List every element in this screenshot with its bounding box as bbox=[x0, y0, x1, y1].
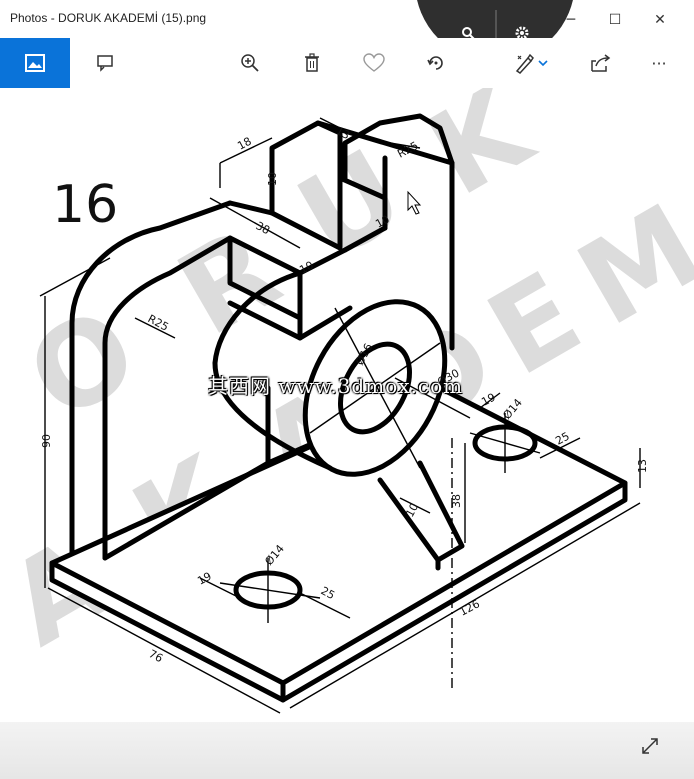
watermark-letter: O bbox=[7, 282, 159, 447]
dim-38-top: 38 bbox=[254, 219, 272, 237]
dim-r25-side: R25 bbox=[146, 312, 171, 334]
trash-icon bbox=[305, 53, 319, 72]
dim-10-a: 10 bbox=[266, 172, 279, 186]
see-all-photos-button[interactable] bbox=[0, 38, 70, 88]
drawing-number: 16 bbox=[52, 175, 118, 235]
zoom-in-icon bbox=[241, 54, 259, 72]
slideshow-button[interactable] bbox=[90, 48, 120, 78]
share-icon bbox=[591, 54, 611, 72]
dim-r25-top: R25 bbox=[395, 139, 420, 161]
dim-25-right: 25 bbox=[553, 430, 571, 448]
maximize-button[interactable]: ☐ bbox=[608, 12, 622, 28]
dim-18: 18 bbox=[235, 135, 253, 153]
close-button[interactable]: ✕ bbox=[654, 12, 666, 28]
dim-19-front: 19 bbox=[195, 570, 213, 588]
mouse-cursor-icon bbox=[407, 190, 422, 215]
slideshow-icon bbox=[97, 55, 113, 72]
dim-38-vert: 38 bbox=[450, 494, 463, 508]
rotate-icon bbox=[427, 56, 443, 70]
favorite-button[interactable] bbox=[359, 48, 389, 78]
image-icon bbox=[25, 54, 45, 72]
bottom-bar bbox=[0, 722, 694, 779]
full-screen-button[interactable] bbox=[636, 732, 664, 760]
dim-10-rib: 10 bbox=[403, 501, 421, 519]
dim-90: 90 bbox=[40, 434, 53, 448]
heart-icon bbox=[363, 53, 385, 72]
image-viewer[interactable]: O R U K A K A D E M 16 bbox=[0, 88, 694, 779]
technical-drawing: O R U K A K A D E M 16 bbox=[0, 88, 694, 714]
dim-126: 126 bbox=[457, 597, 482, 618]
share-button[interactable] bbox=[586, 48, 616, 78]
expand-icon bbox=[642, 738, 658, 754]
edit-icon bbox=[515, 53, 534, 74]
dim-76: 76 bbox=[147, 647, 165, 665]
dim-25-front: 25 bbox=[319, 584, 337, 602]
rotate-button[interactable] bbox=[421, 48, 451, 78]
edit-create-button[interactable] bbox=[508, 48, 554, 78]
chevron-down-icon bbox=[538, 60, 548, 67]
dim-19-right: 19 bbox=[479, 391, 497, 409]
dim-10-c: 10 bbox=[297, 259, 315, 277]
toolbar: ··· bbox=[0, 38, 694, 88]
dim-13-top: 13 bbox=[334, 124, 352, 142]
title-bar: Photos - DORUK AKADEMİ (15).png ─ ☐ ✕ bbox=[0, 0, 694, 62]
site-watermark: 其西网 www.3dmox.com bbox=[208, 374, 464, 398]
minimize-button[interactable]: ─ bbox=[566, 12, 576, 28]
window-title: Photos - DORUK AKADEMİ (15).png bbox=[10, 11, 207, 25]
dim-10-b: 10 bbox=[373, 213, 391, 231]
zoom-in-button[interactable] bbox=[235, 48, 265, 78]
dim-13-right: 13 bbox=[636, 459, 649, 473]
delete-button[interactable] bbox=[297, 48, 327, 78]
more-options-button[interactable]: ··· bbox=[651, 53, 667, 73]
